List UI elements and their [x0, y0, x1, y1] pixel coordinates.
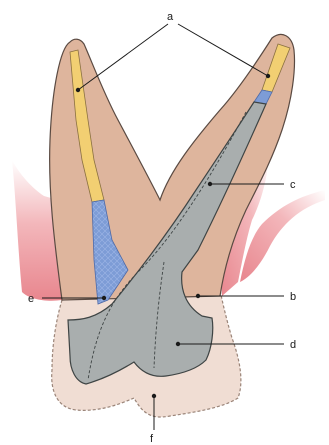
- dot-e: [102, 296, 106, 300]
- dot-a-right: [266, 74, 270, 78]
- label-f: f: [150, 433, 154, 445]
- dot-b: [196, 294, 200, 298]
- dot-a-left: [76, 88, 80, 92]
- dot-f: [152, 394, 156, 398]
- label-b: b: [290, 291, 296, 303]
- label-a: a: [167, 11, 174, 23]
- label-d: d: [290, 339, 296, 351]
- dot-d: [176, 342, 180, 346]
- leader-a-right: [178, 24, 268, 76]
- dot-c: [208, 182, 212, 186]
- label-e: e: [28, 293, 34, 305]
- leader-a-left: [78, 24, 168, 90]
- label-c: c: [290, 179, 296, 191]
